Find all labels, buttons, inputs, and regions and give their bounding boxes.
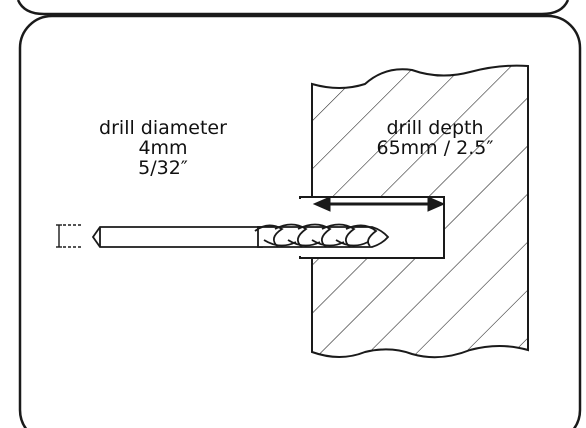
- drill-bit: [91, 223, 390, 248]
- drill-shank: [91, 226, 263, 248]
- drill-diameter-label: drill diameter 4mm 5/32″: [88, 118, 238, 178]
- frame-tab-outline: [16, 0, 570, 16]
- diameter-label-metric: 4mm: [138, 137, 188, 159]
- diameter-indicator: [56, 224, 82, 248]
- depth-label-value: 65mm / 2.5″: [376, 137, 494, 159]
- depth-label-title: drill depth: [386, 117, 484, 139]
- diameter-label-title: drill diameter: [99, 117, 227, 139]
- depth-arrow: [312, 196, 446, 212]
- drill-depth-label: drill depth 65mm / 2.5″: [350, 118, 520, 158]
- diameter-label-imperial: 5/32″: [138, 157, 188, 179]
